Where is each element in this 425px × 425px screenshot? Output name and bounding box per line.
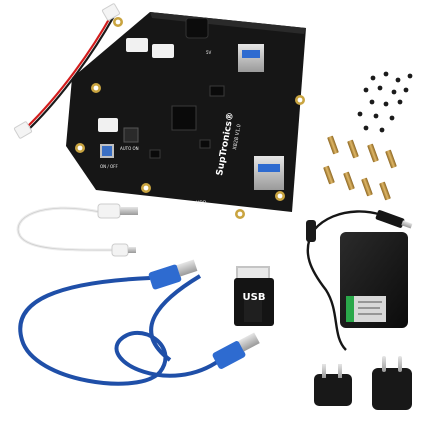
eu-plug-head [372, 356, 412, 410]
ferrite-core [306, 220, 316, 242]
hdd-label: HDD [196, 200, 207, 206]
board-jst-header-2 [152, 44, 174, 58]
white-usb-cable [16, 203, 138, 257]
usb-port-side [254, 156, 284, 190]
blue-usb3-cable [18, 259, 260, 386]
usb3-plug-bottom [212, 341, 246, 369]
model-label: X828 V1.0 [232, 124, 242, 151]
mounting-holes [75, 17, 305, 219]
5v-label: 5V [206, 50, 212, 55]
us-plug-head [314, 364, 352, 406]
usb-connector-icon [148, 259, 198, 290]
power-adapter [306, 210, 413, 351]
usb-adapter-label: USB [243, 292, 266, 303]
dc-plug [375, 210, 405, 228]
board-jst-header-1 [126, 38, 148, 52]
usb-bridge-adapter: USB [234, 266, 274, 326]
usb-a-plug-white [97, 203, 121, 219]
jst-connector-bottom [13, 121, 33, 139]
controller-chip [171, 105, 197, 131]
inductor [123, 127, 139, 143]
auto-on-label: AUTO ON [120, 146, 139, 151]
jst-connector-top [101, 3, 121, 21]
on-off-label: ON / OFF [100, 164, 118, 169]
standoff-icon [323, 135, 397, 201]
power-button-icon [100, 144, 114, 158]
dc-jack [185, 17, 209, 39]
screw-icon [357, 71, 413, 133]
jst-wire-cable [13, 3, 121, 139]
board-jst-header-3 [98, 118, 118, 132]
x828-board: SupTronics® X828 V1.0 HDD AUTO ON ON / O… [66, 12, 306, 219]
micro-usb-plug [111, 243, 129, 257]
